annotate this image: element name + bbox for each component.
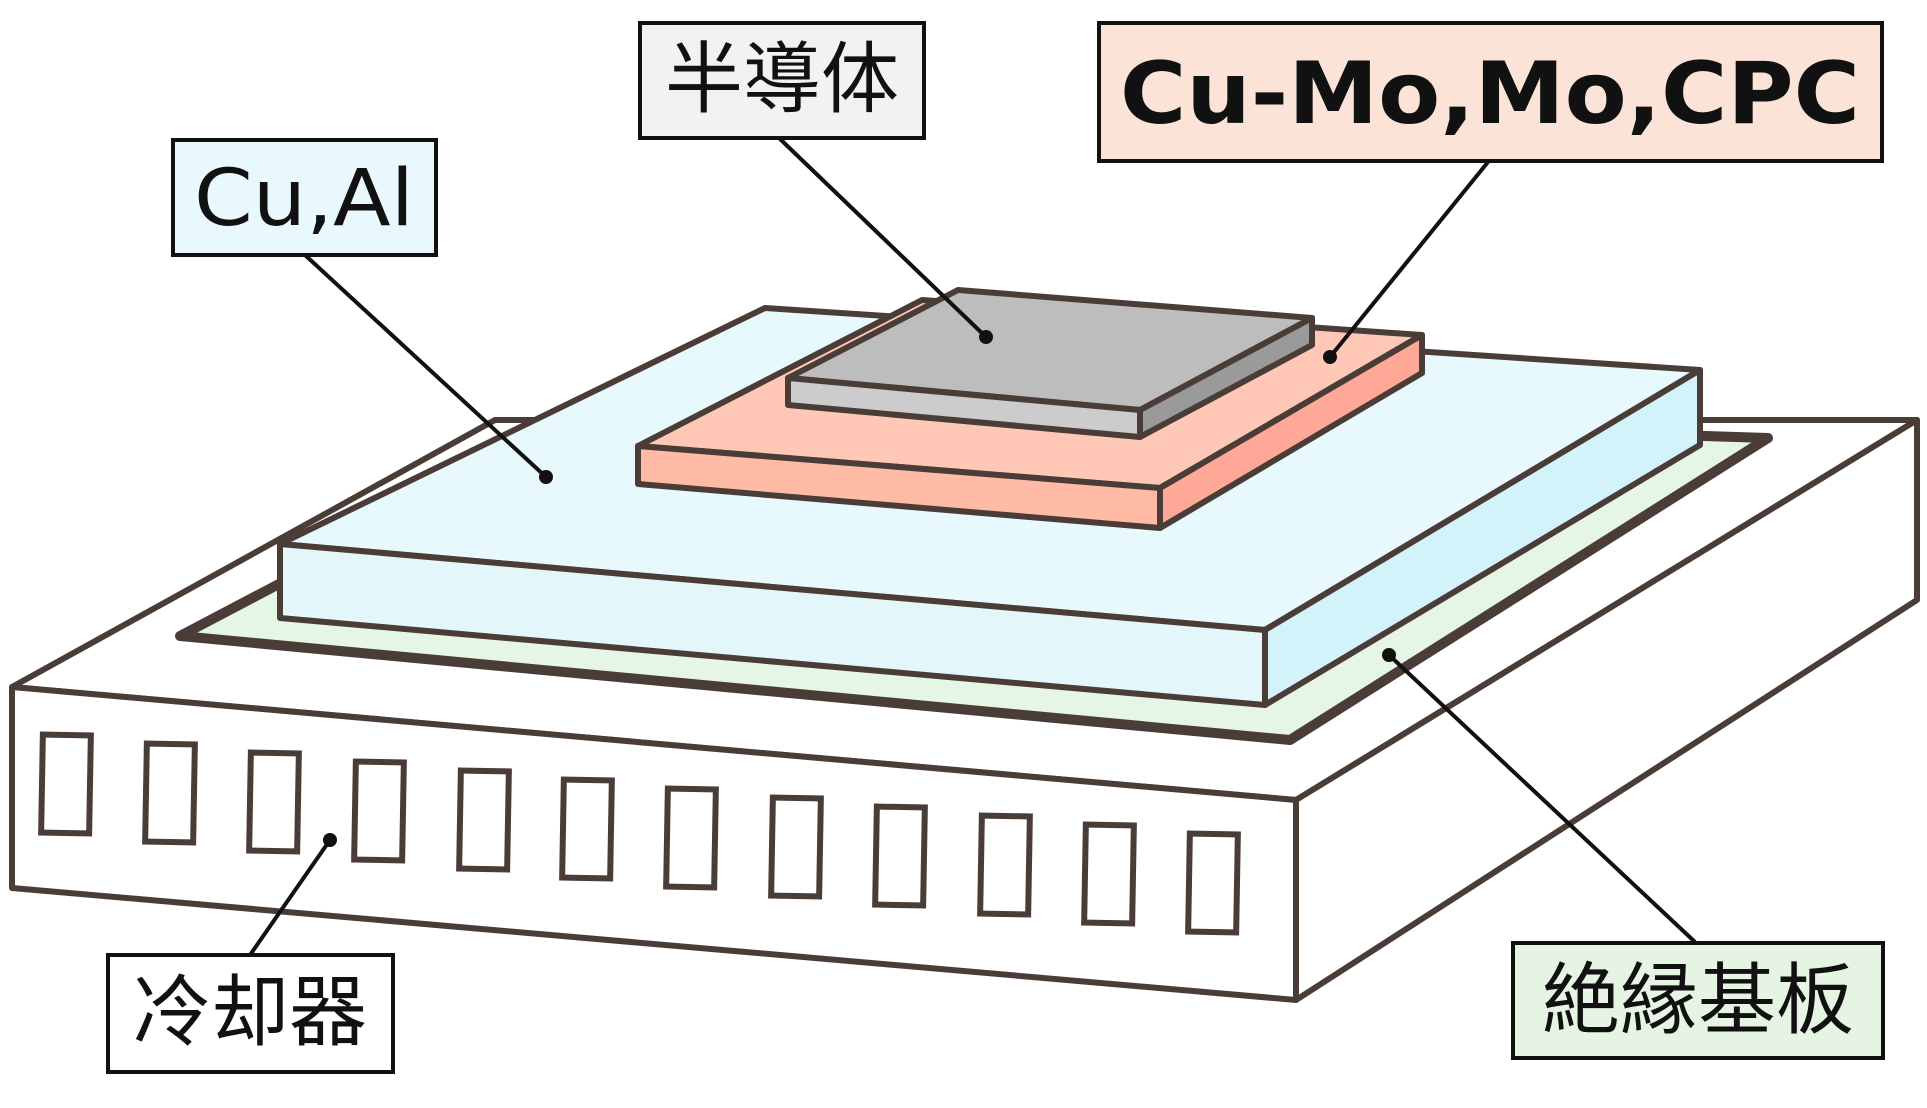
cooler-fin <box>246 749 302 855</box>
leader-line-base-plate <box>303 253 548 479</box>
heat-spreader-side-face <box>1157 332 1425 531</box>
cooler-side-face <box>1293 417 1920 1003</box>
cooler-fin <box>1185 830 1241 936</box>
label-base-plate-text: Cu,Al <box>194 154 414 244</box>
semiconductor-side-face <box>1137 315 1315 440</box>
label-semiconductor-text: 半導体 <box>665 35 899 125</box>
cooler-fin <box>663 785 719 891</box>
cooler-fin <box>977 812 1033 918</box>
leader-dot-base-plate <box>539 470 553 484</box>
leader-dot-substrate <box>1382 648 1396 662</box>
leader-line-substrate <box>1387 653 1697 944</box>
cooler-fin <box>872 803 928 909</box>
label-semiconductor-box <box>638 21 926 140</box>
cooler-fins <box>38 731 1241 936</box>
label-base-plate: Cu,Al <box>171 138 438 257</box>
cooler-fin <box>456 767 512 873</box>
cooler-fin <box>768 794 824 900</box>
label-cooler-box <box>106 953 395 1074</box>
label-insulating-substrate-text: 絶縁基板 <box>1542 956 1854 1046</box>
label-heat-spreader-box <box>1097 21 1884 163</box>
leader-dot-spreader <box>1323 350 1337 364</box>
label-heat-spreader: Cu-Mo,Mo,CPC <box>1097 21 1884 163</box>
leader-lines <box>248 135 1697 957</box>
cooler-fin <box>351 758 407 864</box>
leader-dot-cooler <box>323 833 337 847</box>
cooler-fin <box>1081 821 1137 927</box>
label-insulating-substrate-box <box>1511 941 1885 1060</box>
label-insulating-substrate: 絶縁基板 <box>1511 941 1885 1060</box>
cooler-fin <box>142 740 198 846</box>
cooler-fin <box>38 731 94 837</box>
leader-dots <box>323 330 1396 847</box>
cooler-fin <box>559 776 615 882</box>
leader-line-semiconductor <box>776 135 988 339</box>
leader-line-cooler <box>248 838 332 957</box>
label-cooler: 冷却器 <box>106 953 395 1074</box>
leader-line-spreader <box>1328 160 1490 359</box>
semiconductor-chip <box>785 287 1315 440</box>
label-heat-spreader-text: Cu-Mo,Mo,CPC <box>1120 44 1860 144</box>
label-base-plate-box <box>171 138 438 257</box>
leader-dot-semiconductor <box>979 330 993 344</box>
label-cooler-text: 冷却器 <box>133 968 367 1058</box>
base-plate-side-face <box>1262 367 1703 708</box>
label-semiconductor: 半導体 <box>638 21 926 140</box>
